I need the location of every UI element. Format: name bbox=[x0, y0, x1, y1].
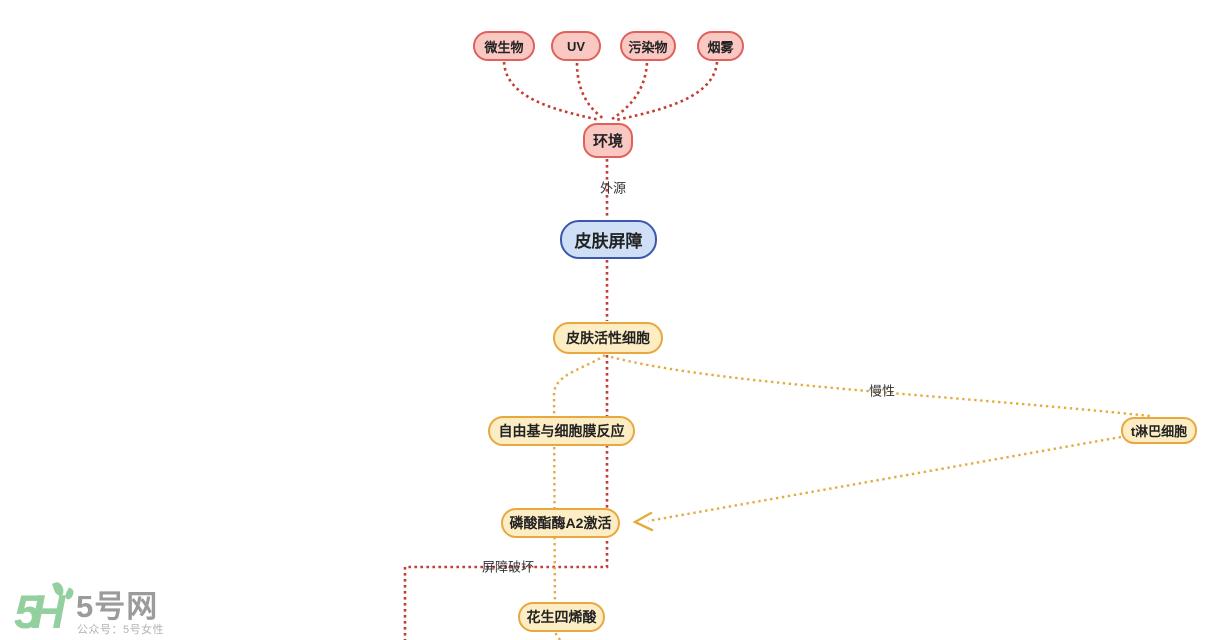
node-t-lymphocyte: t淋巴细胞 bbox=[1121, 417, 1197, 444]
node-skin-barrier: 皮肤屏障 bbox=[560, 220, 657, 259]
node-skin-active-cells: 皮肤活性细胞 bbox=[553, 322, 663, 354]
edge-label-barrier-damage: 屏障破坏 bbox=[481, 559, 535, 575]
edge-cells-barrier-damage bbox=[403, 355, 609, 640]
edge-label-chronic: 慢性 bbox=[868, 383, 896, 399]
node-arachidonic-acid: 花生四烯酸 bbox=[518, 602, 605, 632]
edge-uv-environment bbox=[575, 62, 605, 121]
node-phospholipase-a2-activation: 磷酸酯酶A2激活 bbox=[501, 508, 620, 538]
site-name: 5号网 bbox=[76, 589, 159, 624]
node-microbe: 微生物 bbox=[473, 31, 535, 61]
node-free-radical-membrane-reaction: 自由基与细胞膜反应 bbox=[488, 416, 635, 446]
node-uv: UV bbox=[551, 31, 601, 61]
edge-smoke-environment bbox=[615, 61, 719, 122]
edge-microbe-environment bbox=[502, 61, 601, 122]
node-pollutant: 污染物 bbox=[620, 31, 676, 61]
edge-label-exogenous: 外源 bbox=[599, 180, 627, 196]
site-subtitle: 公众号：5号女性 bbox=[77, 624, 165, 636]
leaf-icon bbox=[63, 587, 76, 601]
node-environment: 环境 bbox=[583, 123, 633, 158]
arrowhead-phospholipase bbox=[632, 511, 654, 532]
edge-pollutant-environment bbox=[611, 62, 649, 121]
edge-cells-freeradical-chain bbox=[552, 354, 606, 640]
edge-cells-tlymphocyte bbox=[610, 355, 1151, 418]
edge-tlymphocyte-phospholipase bbox=[647, 435, 1122, 523]
site-watermark: 5H 5号网 公众号：5号女性 bbox=[14, 580, 274, 640]
logo-5h-icon: 5H bbox=[14, 585, 65, 638]
node-smoke: 烟雾 bbox=[697, 31, 744, 61]
